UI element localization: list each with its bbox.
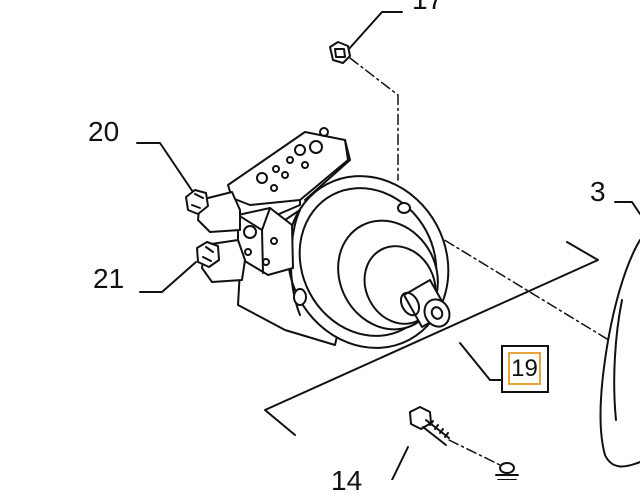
bolt-17 — [329, 41, 351, 64]
axis-line-17 — [349, 57, 399, 181]
housing-3 — [599, 239, 640, 468]
callout-3: 3 — [590, 176, 606, 207]
washer-14 — [495, 462, 519, 480]
leader-3 — [614, 201, 640, 215]
callout-19-box[interactable]: 19 — [501, 345, 549, 393]
leader-21 — [139, 261, 197, 293]
leader-17 — [347, 11, 403, 51]
fitting-21 — [196, 241, 220, 268]
callout-14: 14 — [331, 465, 363, 496]
callout-17: 17 — [412, 0, 443, 14]
assembly-bracket-19 — [264, 241, 599, 436]
callout-20: 20 — [88, 116, 120, 147]
callout-19-highlight[interactable]: 19 — [508, 352, 541, 385]
fitting-20 — [185, 189, 209, 215]
exploded-view-drawing — [136, 11, 640, 480]
bolt-14 — [409, 406, 450, 446]
axis-line-14 — [448, 439, 501, 466]
axis-line-shaft — [427, 229, 613, 343]
leader-14 — [391, 446, 409, 480]
leader-20 — [136, 142, 196, 196]
callout-21: 21 — [93, 263, 125, 294]
parts-diagram: 17 20 21 3 14 19 — [88, 0, 640, 495]
